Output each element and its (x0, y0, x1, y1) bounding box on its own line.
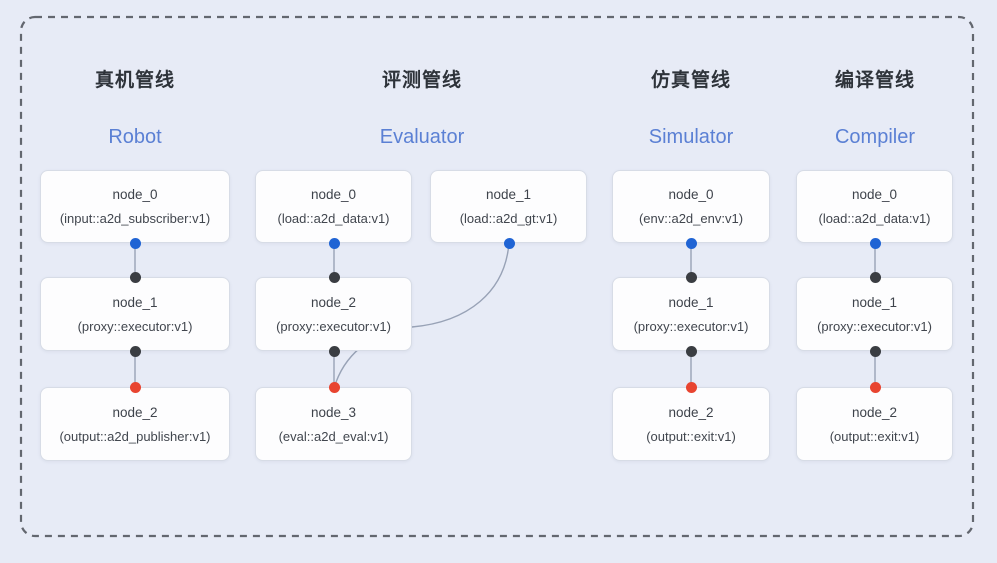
node-box-compiler-1: node_1 (proxy::executor:v1) (796, 277, 953, 351)
black-port-dot (129, 271, 141, 283)
pipeline-subtitle-evaluator: Evaluator (379, 126, 465, 148)
node-name: node_0 (310, 187, 357, 202)
pipeline-subtitle-compiler: Compiler (834, 126, 916, 148)
node-type: (output::a2d_publisher:v1) (59, 428, 211, 444)
node-name: node_2 (310, 294, 357, 310)
node-name: node_2 (851, 404, 898, 420)
black-port-dot (129, 345, 141, 357)
black-port-dot (685, 345, 697, 357)
node-box-robot-2: node_2 (output::a2d_publisher:v1) (40, 387, 230, 461)
node-box-robot-1: node_1 (proxy::executor:v1) (40, 277, 230, 351)
pipeline-subtitle-robot: Robot (108, 126, 162, 148)
node-type: (proxy::executor:v1) (77, 318, 193, 334)
node-box-evaluator-1: node_1 (load::a2d_gt:v1) (430, 170, 587, 243)
node-box-simulator-0: node_0 (env::a2d_env:v1) (612, 170, 770, 243)
red-port-dot (129, 381, 141, 393)
red-port-dot (328, 381, 340, 393)
pipeline-subtitle-simulator: Simulator (648, 126, 734, 148)
node-box-simulator-1: node_1 (proxy::executor:v1) (612, 277, 770, 351)
black-port-dot (869, 271, 881, 283)
blue-port-dot (685, 237, 697, 249)
node-name: node_0 (851, 187, 898, 202)
node-box-evaluator-3: node_3 (eval::a2d_eval:v1) (255, 387, 412, 461)
node-name: node_0 (112, 187, 158, 202)
node-box-compiler-2: node_2 (output::exit:v1) (796, 387, 953, 461)
red-port-dot (869, 381, 881, 393)
pipeline-title-zh-robot: 真机管线 (94, 70, 175, 91)
node-box-evaluator-0: node_0 (load::a2d_data:v1) (255, 170, 412, 243)
node-name: node_1 (851, 294, 898, 310)
edge-eval-n1-n3-curve (334, 242, 510, 386)
node-type: (load::a2d_data:v1) (277, 211, 390, 226)
node-box-simulator-2: node_2 (output::exit:v1) (612, 387, 770, 461)
node-type: (output::exit:v1) (829, 428, 920, 444)
node-name: node_2 (668, 404, 714, 420)
pipeline-title-zh-compiler: 编译管线 (834, 70, 915, 91)
node-type: (load::a2d_data:v1) (818, 211, 931, 226)
node-name: node_2 (112, 404, 158, 420)
node-type: (proxy::executor:v1) (276, 318, 391, 334)
node-name: node_1 (485, 187, 532, 202)
node-type: (proxy::executor:v1) (633, 318, 749, 334)
blue-port-dot (869, 237, 881, 249)
dashed-border-frame (19, 15, 975, 538)
node-type: (eval::a2d_eval:v1) (278, 428, 389, 444)
node-box-evaluator-2: node_2 (proxy::executor:v1) (255, 277, 412, 351)
black-port-dot (869, 345, 881, 357)
node-type: (output::exit:v1) (646, 428, 736, 444)
node-type: (input::a2d_subscriber:v1) (59, 211, 211, 226)
blue-port-dot (328, 237, 340, 249)
black-port-dot (328, 345, 340, 357)
node-box-robot-0: node_0 (input::a2d_subscriber:v1) (40, 170, 230, 243)
red-port-dot (685, 381, 697, 393)
node-type: (load::a2d_gt:v1) (459, 211, 558, 226)
node-name: node_1 (112, 294, 158, 310)
node-type: (env::a2d_env:v1) (638, 211, 744, 226)
node-name: node_0 (668, 187, 714, 202)
node-type: (proxy::executor:v1) (817, 318, 932, 334)
node-name: node_1 (668, 294, 714, 310)
black-port-dot (328, 271, 340, 283)
node-box-compiler-0: node_0 (load::a2d_data:v1) (796, 170, 953, 243)
blue-port-dot (503, 237, 515, 249)
pipeline-title-zh-simulator: 仿真管线 (650, 70, 731, 91)
node-name: node_3 (310, 404, 357, 420)
blue-port-dot (129, 237, 141, 249)
black-port-dot (685, 271, 697, 283)
pipeline-title-zh-evaluator: 评测管线 (381, 70, 462, 91)
